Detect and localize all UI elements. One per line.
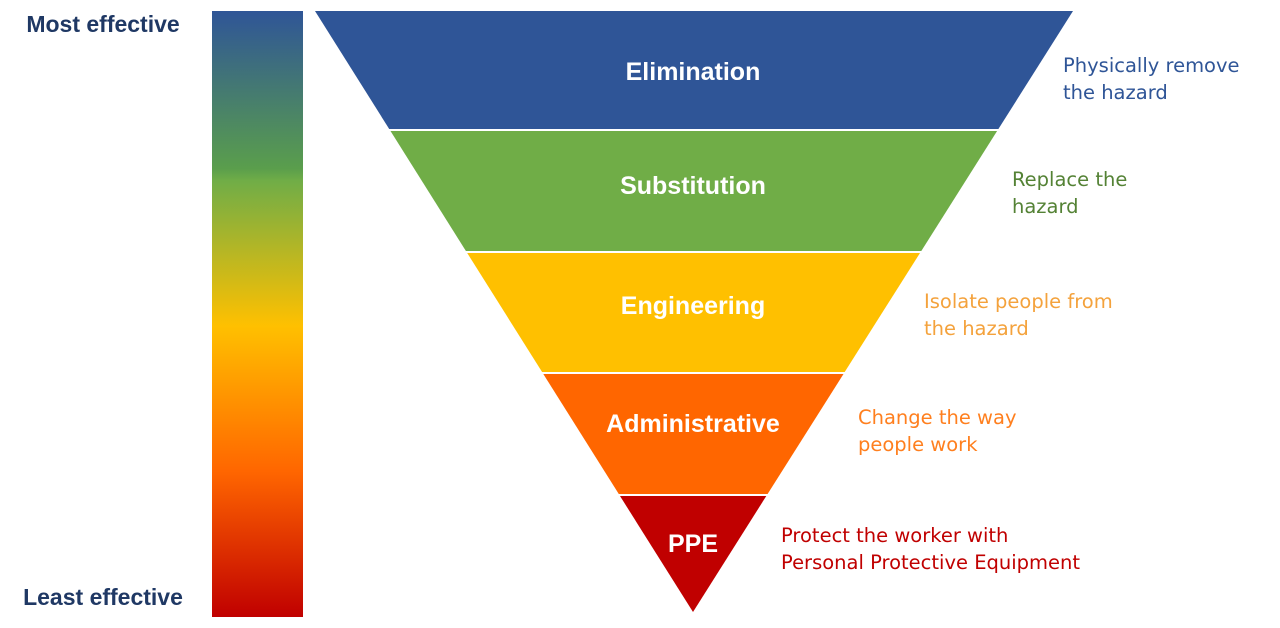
description-line: Physically remove: [1063, 54, 1240, 77]
level-engineering-band: [467, 253, 920, 372]
description-line: Personal Protective Equipment: [781, 551, 1081, 574]
level-ppe-band: [620, 496, 767, 612]
level-ppe-description: Protect the worker with Personal Protect…: [781, 522, 1080, 576]
level-elimination-label: Elimination: [626, 58, 761, 86]
most-effective-label: Most effective: [26, 11, 180, 37]
level-ppe-label: PPE: [668, 530, 718, 558]
level-elimination-band: [315, 11, 1073, 129]
level-elimination-description: Physically remove the hazard: [1063, 52, 1240, 106]
level-administrative-description: Change the way people work: [858, 404, 1017, 458]
level-ppe: PPE: [620, 496, 767, 612]
level-substitution-band: [390, 131, 998, 251]
level-administrative: Administrative: [543, 374, 844, 494]
description-line: Replace the: [1012, 168, 1128, 191]
description-line: the hazard: [924, 317, 1029, 340]
level-administrative-band: [543, 374, 844, 494]
level-substitution-label: Substitution: [620, 172, 766, 200]
level-elimination: Elimination: [315, 11, 1073, 129]
effectiveness-gradient-bar: [212, 11, 303, 617]
level-administrative-label: Administrative: [606, 410, 780, 438]
description-line: Isolate people from: [924, 290, 1113, 313]
least-effective-label: Least effective: [23, 584, 183, 610]
description-line: people work: [858, 433, 978, 456]
level-engineering-description: Isolate people from the hazard: [924, 288, 1113, 342]
description-line: the hazard: [1063, 81, 1168, 104]
level-substitution: Substitution: [390, 131, 998, 251]
description-line: Protect the worker with: [781, 524, 1009, 547]
level-substitution-description: Replace the hazard: [1012, 166, 1127, 220]
description-line: Change the way: [858, 406, 1017, 429]
level-engineering: Engineering: [467, 253, 920, 372]
level-engineering-label: Engineering: [621, 292, 765, 320]
description-line: hazard: [1012, 195, 1079, 218]
